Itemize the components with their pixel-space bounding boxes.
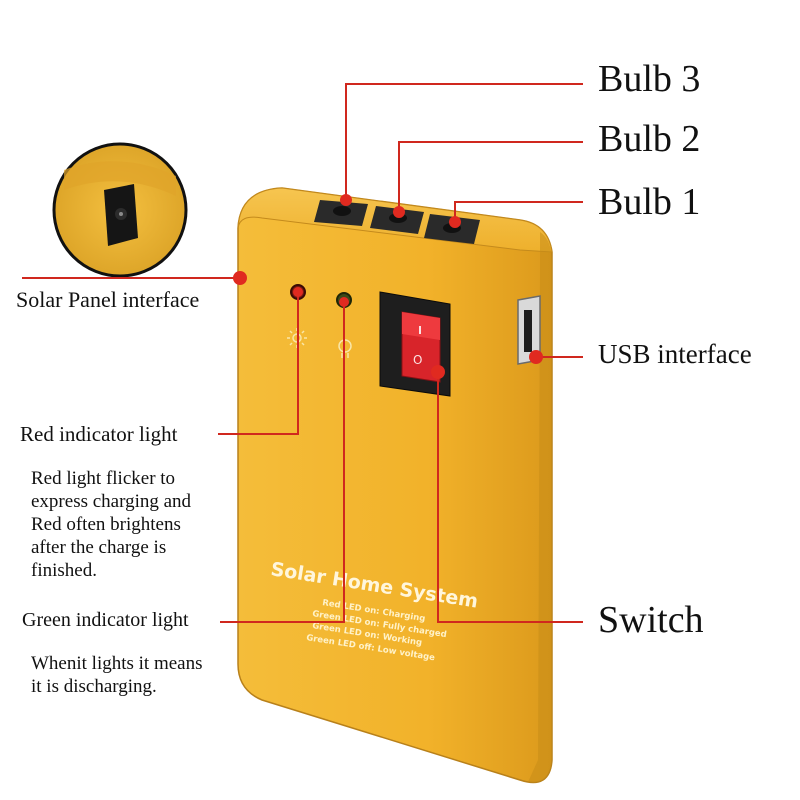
green-desc-line: Whenit lights it means bbox=[31, 653, 203, 674]
label-usb-interface: USB interface bbox=[598, 339, 752, 369]
red-desc-line: finished. bbox=[31, 560, 97, 581]
red-desc-line: Red light flicker to bbox=[31, 468, 176, 489]
device-body bbox=[237, 187, 553, 784]
leader-lines bbox=[22, 83, 583, 623]
red-desc-line: express charging and bbox=[31, 491, 192, 512]
label-bulb-1: Bulb 1 bbox=[598, 181, 701, 223]
bulb-port-3 bbox=[314, 200, 368, 226]
switch-off-symbol: O bbox=[413, 353, 422, 367]
label-bulb-3: Bulb 3 bbox=[598, 58, 701, 100]
power-switch: O bbox=[379, 291, 451, 397]
green-light-description: Whenit lights it means it is discharging… bbox=[31, 652, 203, 698]
red-light-description: Red light flicker to express charging an… bbox=[31, 467, 191, 582]
label-solar-panel-interface: Solar Panel interface bbox=[16, 287, 200, 312]
green-desc-line: it is discharging. bbox=[31, 676, 157, 697]
label-bulb-2: Bulb 2 bbox=[598, 118, 701, 160]
solar-panel-inset bbox=[52, 142, 188, 278]
label-switch: Switch bbox=[598, 599, 704, 641]
red-desc-line: after the charge is bbox=[31, 537, 167, 558]
leader-dots bbox=[233, 194, 543, 379]
label-red-indicator-light: Red indicator light bbox=[20, 422, 178, 446]
label-green-indicator-light: Green indicator light bbox=[22, 609, 189, 631]
red-desc-line: Red often brightens bbox=[31, 514, 181, 535]
